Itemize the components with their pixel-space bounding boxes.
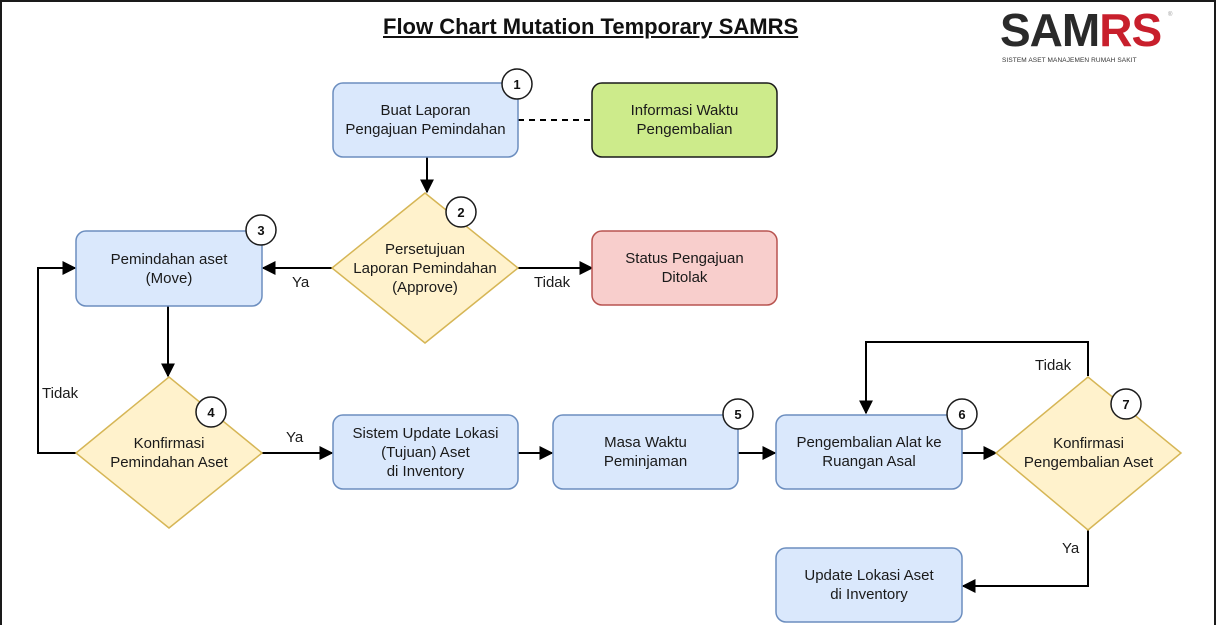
badge-number-3: 3 — [257, 222, 265, 238]
logo-sam: SAM — [1000, 4, 1100, 56]
edge-konfirmasi-pengembalian-tidak-loop — [859, 341, 1089, 415]
badge-circle-2 — [445, 196, 477, 228]
badge-number-6: 6 — [958, 406, 966, 422]
badge-number-7: 7 — [1122, 396, 1130, 412]
samrs-logo: SAMRS SISTEM ASET MANAJEMEN RUMAH SAKIT … — [1000, 4, 1173, 70]
logo-subtitle: SISTEM ASET MANAJEMEN RUMAH SAKIT — [1002, 57, 1137, 64]
node-konfirmasi-pemindahan-diamond — [74, 376, 264, 529]
edge-label-ya-konfirmasi: Ya — [286, 429, 304, 446]
badge-number-1: 1 — [513, 76, 521, 92]
edge-label-ya-pengembalian: Ya — [1062, 540, 1080, 557]
badge-number-5: 5 — [734, 406, 742, 422]
badge-circle-3 — [245, 214, 277, 246]
edge-konfirmasi-tidak-loop — [37, 261, 77, 454]
edge-label-ya-approve: Ya — [292, 274, 310, 291]
logo-wordmark: SAMRS — [1000, 4, 1162, 56]
edge-konfirmasi-pengembalian-ya — [961, 530, 1089, 593]
badge-circle-1 — [501, 68, 533, 100]
node-pengembalian-alat — [775, 414, 963, 490]
node-informasi-waktu — [591, 82, 778, 158]
badge-circle-5 — [722, 398, 754, 430]
node-buat-laporan — [332, 82, 519, 158]
node-pemindahan-aset — [75, 230, 263, 307]
badge-circle-7 — [1110, 388, 1142, 420]
edge-label-tidak-konfirmasi: Tidak — [42, 385, 79, 402]
badge-circle-4 — [195, 396, 227, 428]
edge-label-tidak-pengembalian: Tidak — [1035, 357, 1072, 374]
node-sistem-update — [332, 414, 519, 490]
logo-rs: RS — [1099, 4, 1162, 56]
node-masa-waktu — [552, 414, 739, 490]
label-pemindahan-aset: Pemindahan aset(Move) — [76, 231, 262, 306]
node-status-ditolak — [591, 230, 778, 306]
text-pemindahan-aset: Pemindahan aset(Move) — [110, 250, 228, 287]
badge-number-2: 2 — [457, 204, 465, 220]
page-title: Flow Chart Mutation Temporary SAMRS — [383, 14, 799, 39]
badge-number-4: 4 — [207, 404, 215, 420]
logo-registered-mark: ® — [1168, 12, 1173, 18]
node-update-lokasi — [775, 547, 963, 623]
node-persetujuan-diamond — [330, 192, 520, 344]
badge-circle-6 — [946, 398, 978, 430]
edge-label-tidak-approve: Tidak — [534, 274, 571, 291]
